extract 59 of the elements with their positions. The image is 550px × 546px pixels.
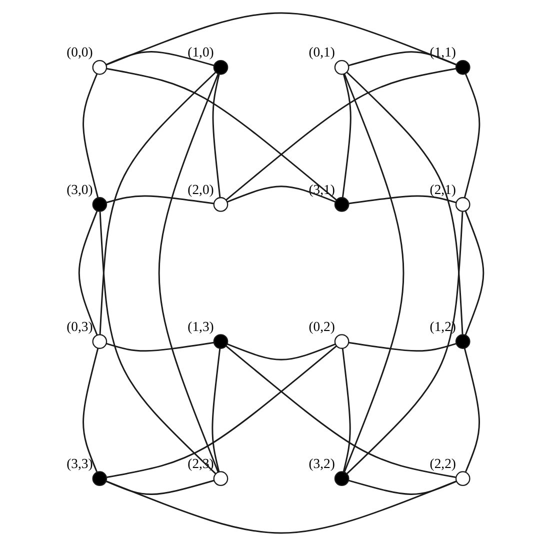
node-circle: [213, 471, 228, 486]
connector: [106, 345, 337, 478]
node-label: (2,2): [430, 456, 456, 471]
node-label: (3,3): [66, 456, 93, 471]
connector: [226, 343, 336, 360]
node-label: (1,0): [188, 44, 214, 60]
connector: [346, 212, 464, 474]
node-label: (0,0): [66, 44, 93, 60]
connector: [464, 74, 480, 198]
connector: [226, 68, 456, 201]
connector: [106, 12, 456, 66]
node-label: (3,2): [308, 456, 335, 471]
connector: [348, 195, 456, 204]
connector: [346, 72, 464, 334]
node-circle: [455, 197, 470, 212]
node-label: (1,3): [188, 318, 214, 334]
node-circle: [213, 197, 228, 212]
connector: [348, 342, 456, 352]
node-label: (0,2): [308, 318, 335, 334]
connector: [212, 348, 221, 472]
node-label: (2,0): [188, 182, 214, 197]
connector: [82, 348, 99, 472]
node-circle: [334, 60, 350, 75]
connector: [342, 348, 351, 472]
connector: [106, 195, 214, 204]
node-circle: [334, 471, 350, 486]
node-label: (0,3): [66, 318, 93, 334]
connector: [464, 210, 484, 336]
connector: [464, 348, 480, 472]
node-circle: [92, 471, 108, 486]
connector: [106, 480, 214, 496]
node-circle: [213, 334, 228, 349]
node-circle: [455, 334, 470, 349]
connector: [212, 74, 221, 198]
node-label: (3,0): [66, 182, 93, 197]
node-circle: [455, 471, 470, 486]
connector: [106, 68, 337, 201]
node-circle: [334, 197, 350, 212]
connector: [106, 342, 214, 352]
connector: [99, 212, 216, 474]
connector: [99, 72, 216, 334]
connector: [348, 51, 456, 66]
connector: [342, 74, 352, 198]
node-circle: [334, 334, 350, 349]
node-circle: [92, 334, 108, 349]
node-circle: [92, 60, 108, 75]
connector: [348, 480, 456, 495]
connector: [106, 51, 214, 66]
connector: [106, 480, 456, 534]
node-label: (0,1): [308, 44, 335, 60]
connector: [82, 74, 99, 198]
node-circle: [455, 60, 470, 75]
connector: [78, 210, 98, 336]
connector: [158, 74, 219, 472]
node-label: (1,1): [430, 44, 456, 60]
connector: [226, 345, 456, 478]
node-circle: [92, 197, 108, 212]
connector: [344, 74, 404, 472]
node-circle: [213, 60, 228, 75]
